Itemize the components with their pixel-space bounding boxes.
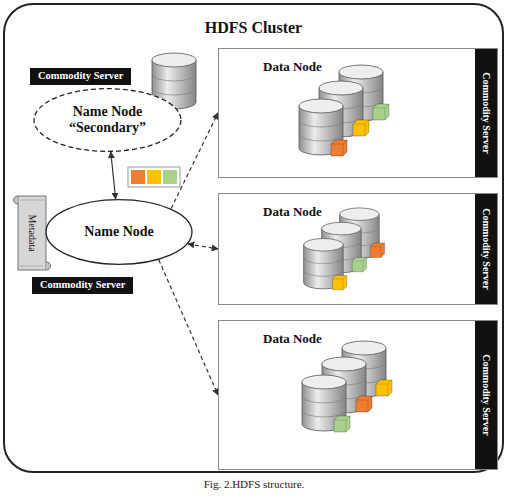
node-label: Name Node “Secondary”	[60, 104, 156, 136]
ellipse-content: Name Node	[45, 199, 193, 265]
datanode-panel: Data NodeCommodity Server	[218, 48, 498, 178]
datanode-panel: Data Node Commodity Server	[218, 193, 498, 305]
connector-line	[159, 260, 218, 395]
server-label: Commodity Server	[481, 354, 492, 435]
node-heading: Data Node	[263, 59, 322, 75]
disk-stack	[299, 65, 389, 156]
server-bar: Commodity Server	[475, 321, 497, 469]
namenode-ellipse: Name Node	[45, 199, 193, 265]
metadata-label: Metadata	[27, 214, 38, 251]
disk-stack	[302, 341, 392, 432]
server-label: Commodity Server	[481, 72, 492, 153]
connector-line	[188, 244, 218, 249]
disk-stack	[304, 208, 385, 290]
node-label: Name Node	[84, 224, 154, 240]
secondary-namenode: Name Node “Secondary”	[33, 88, 182, 152]
ellipse-text: Name Node “Secondary”	[60, 104, 156, 136]
server-bar: Commodity Server	[475, 194, 497, 304]
block-chunks	[128, 167, 180, 187]
server-tag: Commodity Server	[32, 277, 133, 294]
metadata-scroll	[14, 196, 51, 270]
ellipse-text: Name Node	[84, 224, 154, 240]
server-label: Commodity Server	[481, 208, 492, 289]
connector-line	[111, 152, 116, 199]
ellipse-content: Name Node “Secondary”	[33, 88, 182, 152]
datanode-panel: Data NodeCommodity Server	[218, 320, 498, 470]
cluster-title: HDFS Cluster	[5, 19, 502, 37]
figure-caption: Fig. 2.HDFS structure.	[0, 478, 508, 490]
node-heading: Data Node	[263, 331, 322, 347]
node-heading: Data Node	[263, 204, 322, 220]
server-tag: Commodity Server	[30, 68, 131, 85]
server-bar: Commodity Server	[475, 49, 497, 177]
